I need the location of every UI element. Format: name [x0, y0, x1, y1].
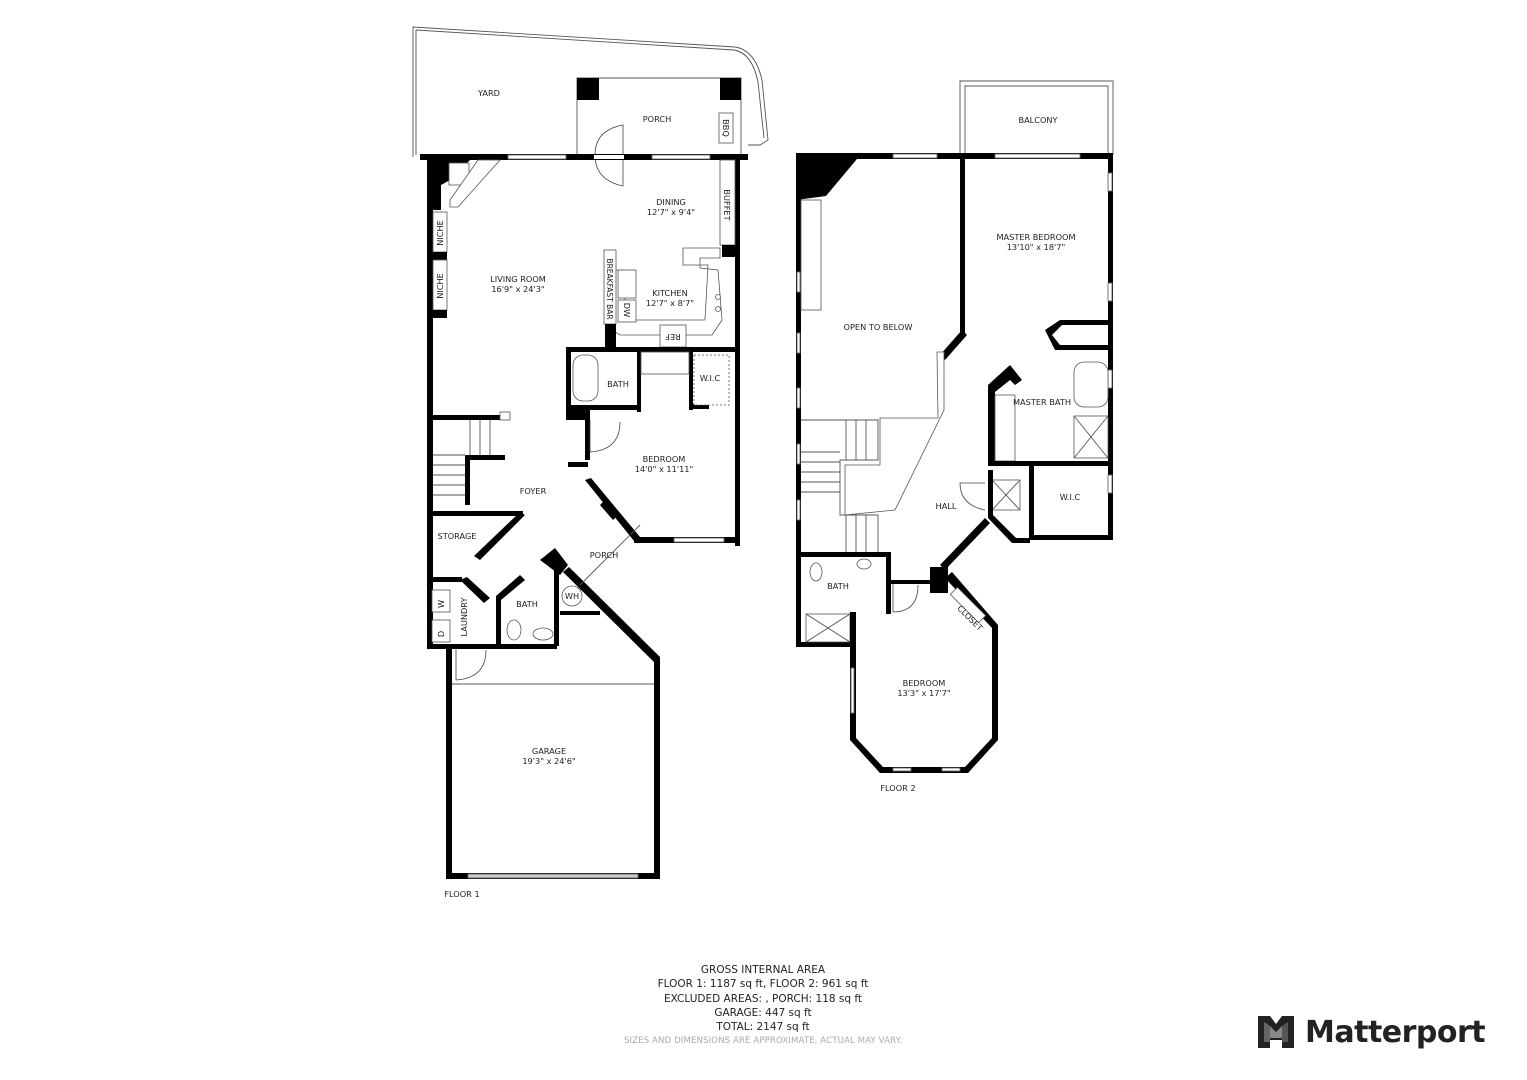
label-master-bath: MASTER BATH [1013, 397, 1071, 407]
label-foyer: FOYER [520, 486, 547, 496]
label-dining: DINING [656, 197, 686, 207]
gross-internal-area-summary: GROSS INTERNAL AREA FLOOR 1: 1187 sq ft,… [563, 963, 963, 1049]
label-yard: YARD [477, 88, 500, 98]
dims-dining: 12'7" x 9'4" [647, 207, 695, 217]
bbq-box [718, 112, 734, 144]
label-laundry: LAUNDRY [459, 597, 469, 637]
area-title: GROSS INTERNAL AREA [700, 964, 826, 976]
label-breakfast-bar: BREAKFAST BAR [605, 258, 614, 319]
label-refrigerator: REF [665, 332, 681, 342]
area-disclaimer: SIZES AND DIMENSIONS ARE APPROXIMATE, AC… [623, 1036, 903, 1047]
label-bedroom-1: BEDROOM [643, 454, 686, 464]
label-niche-2: NICHE [435, 273, 445, 299]
label-garage: GARAGE [532, 746, 566, 756]
label-front-porch: PORCH [590, 550, 619, 560]
label-hall: HALL [936, 501, 957, 511]
label-master-bedroom: MASTER BEDROOM [996, 232, 1075, 242]
matterport-wordmark: Matterport [1305, 1014, 1486, 1050]
dims-master-bedroom: 13'10" x 18'7" [1007, 242, 1066, 252]
back-porch-outline [576, 77, 742, 157]
label-buffet: BUFFET [722, 189, 732, 221]
label-bbq: BBQ [721, 119, 731, 137]
label-balcony: BALCONY [1018, 115, 1058, 125]
label-wic-1: W.I.C [700, 373, 721, 383]
matterport-logo: Matterport [1256, 1012, 1486, 1052]
label-living-room: LIVING ROOM [490, 274, 546, 284]
area-garage: GARAGE: 447 sq ft [714, 1006, 812, 1019]
area-excluded: EXCLUDED AREAS: , PORCH: 118 sq ft [663, 992, 862, 1005]
yard-outline [412, 26, 769, 157]
floor-2-plan: BALCONY MASTER BEDROOM 13'10" x 18'7" OP… [796, 80, 1114, 793]
label-niche-1: NICHE [435, 220, 445, 246]
floor-2-label: FLOOR 2 [880, 783, 915, 793]
label-storage: STORAGE [438, 531, 477, 541]
label-bath-1: BATH [607, 379, 629, 389]
label-open-to-below: OPEN TO BELOW [844, 322, 913, 332]
area-total: TOTAL: 2147 sq ft [716, 1021, 810, 1034]
dims-bedroom-1: 14'0" x 11'11" [635, 464, 694, 474]
label-dishwasher: DW [622, 303, 632, 317]
label-kitchen: KITCHEN [652, 288, 687, 298]
label-bath-2: BATH [516, 599, 538, 609]
area-floors: FLOOR 1: 1187 sq ft, FLOOR 2: 961 sq ft [657, 978, 869, 991]
label-wic-2: W.I.C [1060, 492, 1081, 502]
label-bath-3: BATH [827, 581, 849, 591]
floor-1-plan: YARD PORCH BBQ DINING 12'7" x 9'4" BUFFE… [412, 26, 769, 899]
dims-living-room: 16'9" x 24'3" [491, 284, 544, 294]
label-water-heater: WH [565, 591, 579, 601]
label-washer: W [436, 600, 446, 608]
floor-1-label: FLOOR 1 [444, 889, 479, 899]
label-back-porch: PORCH [643, 114, 672, 124]
label-dryer: D [436, 631, 446, 637]
dims-garage: 19'3" x 24'6" [522, 756, 575, 766]
matterport-logo-icon [1258, 1016, 1294, 1048]
dims-bedroom-2: 13'3" x 17'7" [897, 688, 950, 698]
dims-kitchen: 12'7" x 8'7" [646, 298, 694, 308]
label-bedroom-2: BEDROOM [903, 678, 946, 688]
